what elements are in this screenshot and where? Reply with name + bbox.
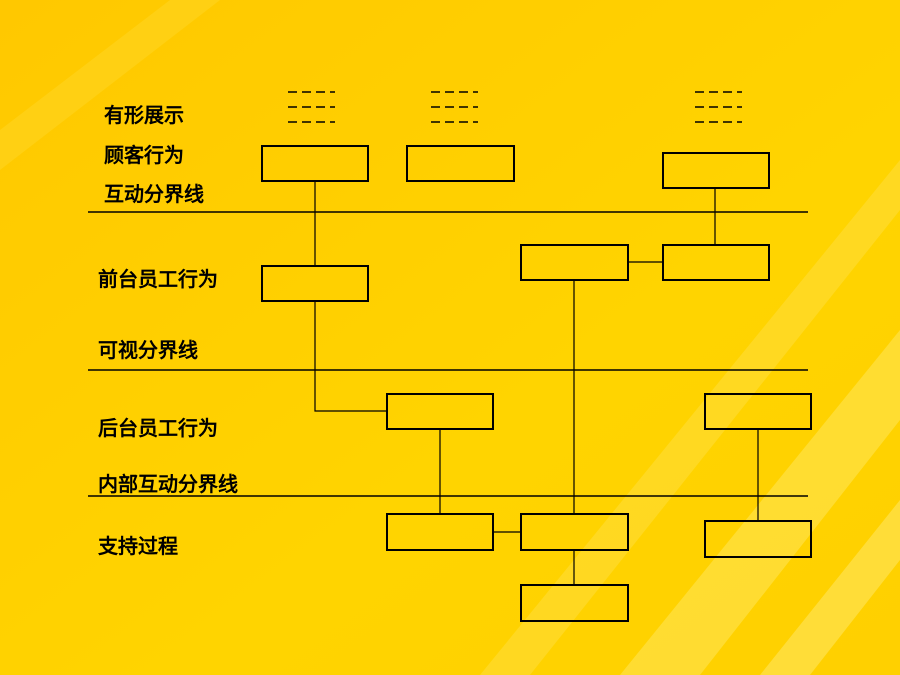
label-support-processes: 支持过程 [98,534,178,558]
label-line-of-interaction: 互动分界线 [104,182,204,206]
label-line-of-visibility: 可视分界线 [98,338,198,362]
evidence-marks-1 [288,91,335,123]
customer-action-box [261,145,369,182]
onstage-action-box [261,265,369,302]
support-process-box [704,520,812,558]
label-line-of-internal-interaction: 内部互动分界线 [98,472,238,496]
label-onstage-actions: 前台员工行为 [98,267,218,291]
onstage-action-box [662,244,770,281]
connector [314,301,387,412]
backstage-action-box [386,393,494,430]
support-process-box [520,584,629,622]
evidence-marks-3 [695,91,742,123]
label-physical-evidence: 有形展示 [104,103,184,127]
support-process-box [520,513,629,551]
evidence-marks-2 [431,91,478,123]
backstage-action-box [704,393,812,430]
customer-action-box [662,152,770,189]
onstage-action-box [520,244,629,281]
label-backstage-actions: 后台员工行为 [98,416,218,440]
support-process-box [386,513,494,551]
customer-action-box [406,145,515,182]
label-customer-actions: 顾客行为 [104,143,184,167]
